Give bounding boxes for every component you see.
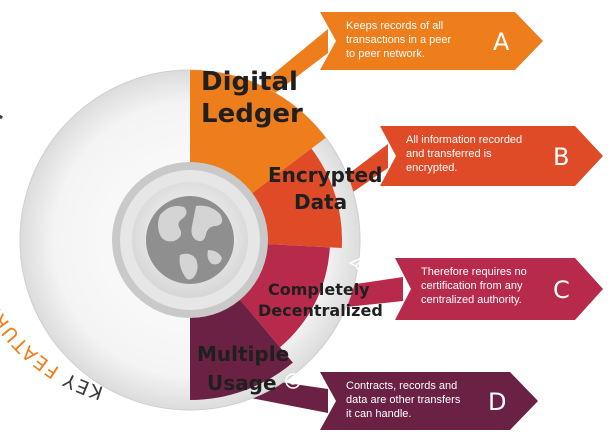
callout-c-line-2: certification from any xyxy=(421,280,523,292)
callout-c: Therefore requires no certification from … xyxy=(311,258,603,320)
callout-b-line-2: and transferred is xyxy=(406,148,492,160)
callout-d-line-3: it can handle. xyxy=(346,408,411,420)
segment-d-title-line-2: Usage xyxy=(207,371,277,395)
target-icon xyxy=(285,372,302,389)
callout-a-connector xyxy=(264,29,328,102)
segment-c-title-line-2: Decentralized xyxy=(258,301,383,320)
segment-b-title-line-2: Data xyxy=(294,190,347,214)
callout-d-letter: D xyxy=(488,388,506,416)
callout-d-arrow xyxy=(320,372,538,430)
segment-labels-layer: Digital Ledger Encrypted Data Completely… xyxy=(197,35,383,395)
segment-d-title-line-1: Multiple xyxy=(197,342,289,366)
callout-b-arrow xyxy=(380,126,603,186)
callout-d-line-1: Contracts, records and xyxy=(346,380,457,392)
callout-d-line-2: data are other transfers xyxy=(346,394,461,406)
paper-plane-icon xyxy=(349,256,365,272)
callout-c-line-3: centralized authority. xyxy=(421,294,522,306)
callout-c-line-1: Therefore requires no xyxy=(421,266,527,278)
callout-a-letter: A xyxy=(493,28,510,56)
callout-b: All information recorded and transferred … xyxy=(331,126,603,207)
callout-b-line-3: encrypted. xyxy=(406,162,457,174)
document-check-icon xyxy=(197,35,216,54)
lightbulb-icon xyxy=(319,109,339,128)
segment-a-title-line-2: Ledger xyxy=(201,99,303,129)
title-suffix: BLOCKCHAIN xyxy=(0,105,9,248)
segment-b-title-line-1: Encrypted xyxy=(268,163,382,187)
callout-b-line-1: All information recorded xyxy=(406,134,522,146)
callout-a-line-3: to peer network. xyxy=(346,48,425,60)
callout-d: Contracts, records and data are other tra… xyxy=(243,372,538,430)
callout-a-line-2: transactions in a peer xyxy=(346,34,452,46)
callout-a: Keeps records of all transactions in a pe… xyxy=(264,12,543,102)
segment-c-title-line-1: Completely xyxy=(268,280,370,299)
callout-b-letter: B xyxy=(553,143,569,171)
callout-c-letter: C xyxy=(553,276,570,304)
callout-a-arrow xyxy=(320,12,543,70)
globe-icon xyxy=(146,196,234,284)
callout-a-line-1: Keeps records of all xyxy=(346,20,443,32)
callout-c-arrow xyxy=(395,258,603,320)
segment-a-title-line-1: Digital xyxy=(201,67,298,97)
